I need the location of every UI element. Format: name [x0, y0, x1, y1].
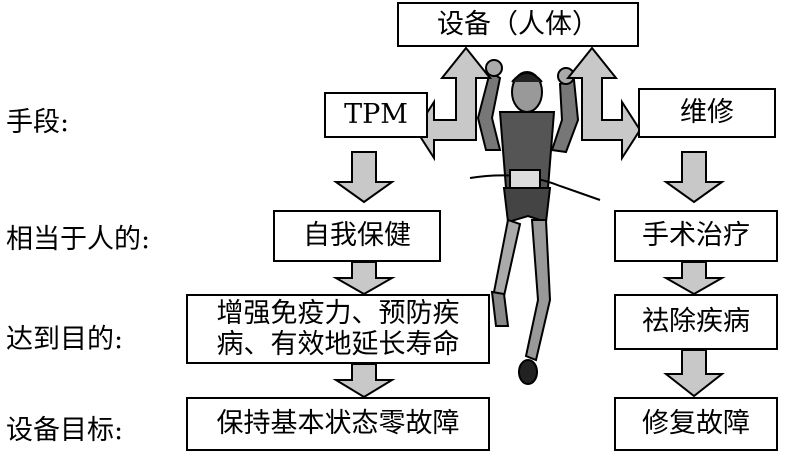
self-care-box: 自我保健: [273, 210, 441, 262]
label-analogy: 相当于人的:: [6, 224, 151, 255]
down-arrow-left-2: [332, 261, 396, 296]
equipment-human-box: 设备（人体）: [397, 2, 639, 47]
down-arrow-left-3: [332, 363, 396, 399]
down-arrow-right-2: [662, 261, 726, 296]
right-up-arrow: [565, 46, 642, 162]
prevention-line-2: 病、有效地延长寿命: [216, 329, 460, 360]
maintenance-box: 维修: [638, 88, 776, 138]
repair-failure-box: 修复故障: [614, 397, 778, 451]
surgery-box: 手术治疗: [614, 210, 778, 262]
prevention-box: 增强免疫力、预防疾 病、有效地延长寿命: [186, 294, 490, 364]
prevention-line-1: 增强免疫力、预防疾: [216, 297, 460, 329]
tpm-box: TPM: [324, 92, 428, 138]
label-means: 手段:: [6, 107, 70, 138]
zero-failure-box: 保持基本状态零故障: [186, 397, 490, 451]
down-arrow-right-3: [663, 349, 725, 398]
remove-disease-box: 祛除疾病: [614, 294, 778, 350]
label-goal: 设备目标:: [6, 415, 124, 446]
label-purpose: 达到目的:: [6, 324, 124, 355]
down-arrow-right-1: [662, 151, 726, 204]
runner-illustration: [469, 59, 601, 385]
down-arrow-left-1: [332, 151, 396, 204]
